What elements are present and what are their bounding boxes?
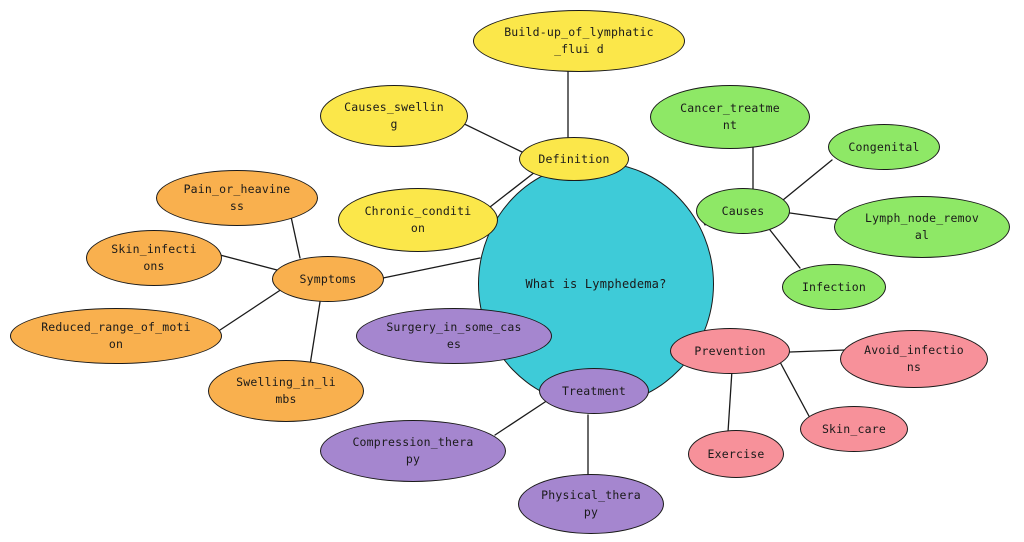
swelling-limbs-node[interactable]: Swelling_in_limbs	[208, 360, 364, 422]
exercise-node[interactable]: Exercise	[688, 430, 784, 478]
edge-symptoms-pain	[289, 211, 301, 259]
lymph-node-removal-node-label: Lymph_node_removal	[865, 211, 979, 242]
compression-node-label: Compression_therapy	[352, 435, 474, 466]
edge-prevention-exercise	[727, 369, 733, 433]
edge-symptoms-reduced	[219, 286, 286, 331]
causes-node[interactable]: Causes	[696, 188, 790, 234]
symptoms-node[interactable]: Symptoms	[272, 256, 384, 302]
surgery-node[interactable]: Surgery_in_some_cases	[356, 308, 552, 364]
edge-prevention-skincare	[779, 361, 811, 419]
infection-node-label: Infection	[801, 279, 867, 294]
skin-care-node[interactable]: Skin_care	[800, 406, 908, 452]
cancer-node-label: Cancer_treatment	[680, 101, 780, 132]
definition-node-label: Definition	[538, 151, 610, 166]
treatment-node[interactable]: Treatment	[539, 368, 649, 414]
physical-therapy-node[interactable]: Physical_therapy	[518, 474, 664, 534]
congenital-node[interactable]: Congenital	[828, 124, 940, 170]
pain-node-label: Pain_or_heaviness	[183, 182, 291, 213]
infection-node[interactable]: Infection	[782, 264, 886, 310]
causes-node-label: Causes	[721, 203, 765, 218]
skin-care-node-label: Skin_care	[821, 421, 887, 436]
buildup-node-label: Build-up_of_lymphatic_flui d	[504, 25, 654, 56]
chronic-node-label: Chronic_condition	[364, 204, 472, 235]
avoid-infections-node[interactable]: Avoid_infections	[840, 330, 988, 388]
surgery-node-label: Surgery_in_some_cases	[386, 320, 522, 351]
avoid-infections-node-label: Avoid_infections	[864, 343, 964, 374]
lymph-node-removal-node[interactable]: Lymph_node_removal	[834, 196, 1010, 258]
skin-infections-node[interactable]: Skin_infections	[86, 230, 222, 286]
reduced-range-node-label: Reduced_range_of_motion	[41, 320, 191, 351]
cancer-node[interactable]: Cancer_treatment	[650, 85, 810, 149]
center-node[interactable]: What is Lymphedema?	[478, 162, 714, 406]
treatment-node-label: Treatment	[561, 383, 627, 398]
edge-definition-chronic	[489, 171, 536, 208]
exercise-node-label: Exercise	[707, 446, 765, 461]
causes-swelling-node-label: Causes_swelling	[344, 100, 444, 131]
compression-node[interactable]: Compression_therapy	[320, 420, 506, 482]
prevention-node-label: Prevention	[694, 343, 766, 358]
edge-causes-congenital	[782, 159, 833, 201]
causes-swelling-node[interactable]: Causes_swelling	[320, 85, 468, 147]
center-node-label: What is Lymphedema?	[525, 276, 667, 291]
physical-therapy-node-label: Physical_therapy	[541, 488, 641, 519]
buildup-node[interactable]: Build-up_of_lymphatic_flui d	[473, 10, 685, 72]
symptoms-node-label: Symptoms	[299, 271, 357, 286]
edge-causes-lymph	[789, 212, 841, 221]
pain-node[interactable]: Pain_or_heaviness	[156, 170, 318, 226]
edge-symptoms-swelling	[309, 301, 321, 366]
edge-treatment-compression	[494, 399, 549, 436]
reduced-range-node[interactable]: Reduced_range_of_motion	[10, 308, 222, 364]
swelling-limbs-node-label: Swelling_in_limbs	[236, 375, 336, 406]
congenital-node-label: Congenital	[848, 139, 920, 154]
edge-prevention-avoid	[789, 349, 846, 353]
skin-infections-node-label: Skin_infections	[111, 242, 197, 273]
chronic-node[interactable]: Chronic_condition	[338, 188, 498, 252]
edge-symptoms-skin	[219, 254, 278, 271]
edge-causes-infection	[769, 229, 801, 269]
prevention-node[interactable]: Prevention	[670, 328, 790, 374]
edge-center-symptoms	[382, 257, 481, 279]
definition-node[interactable]: Definition	[519, 137, 629, 181]
